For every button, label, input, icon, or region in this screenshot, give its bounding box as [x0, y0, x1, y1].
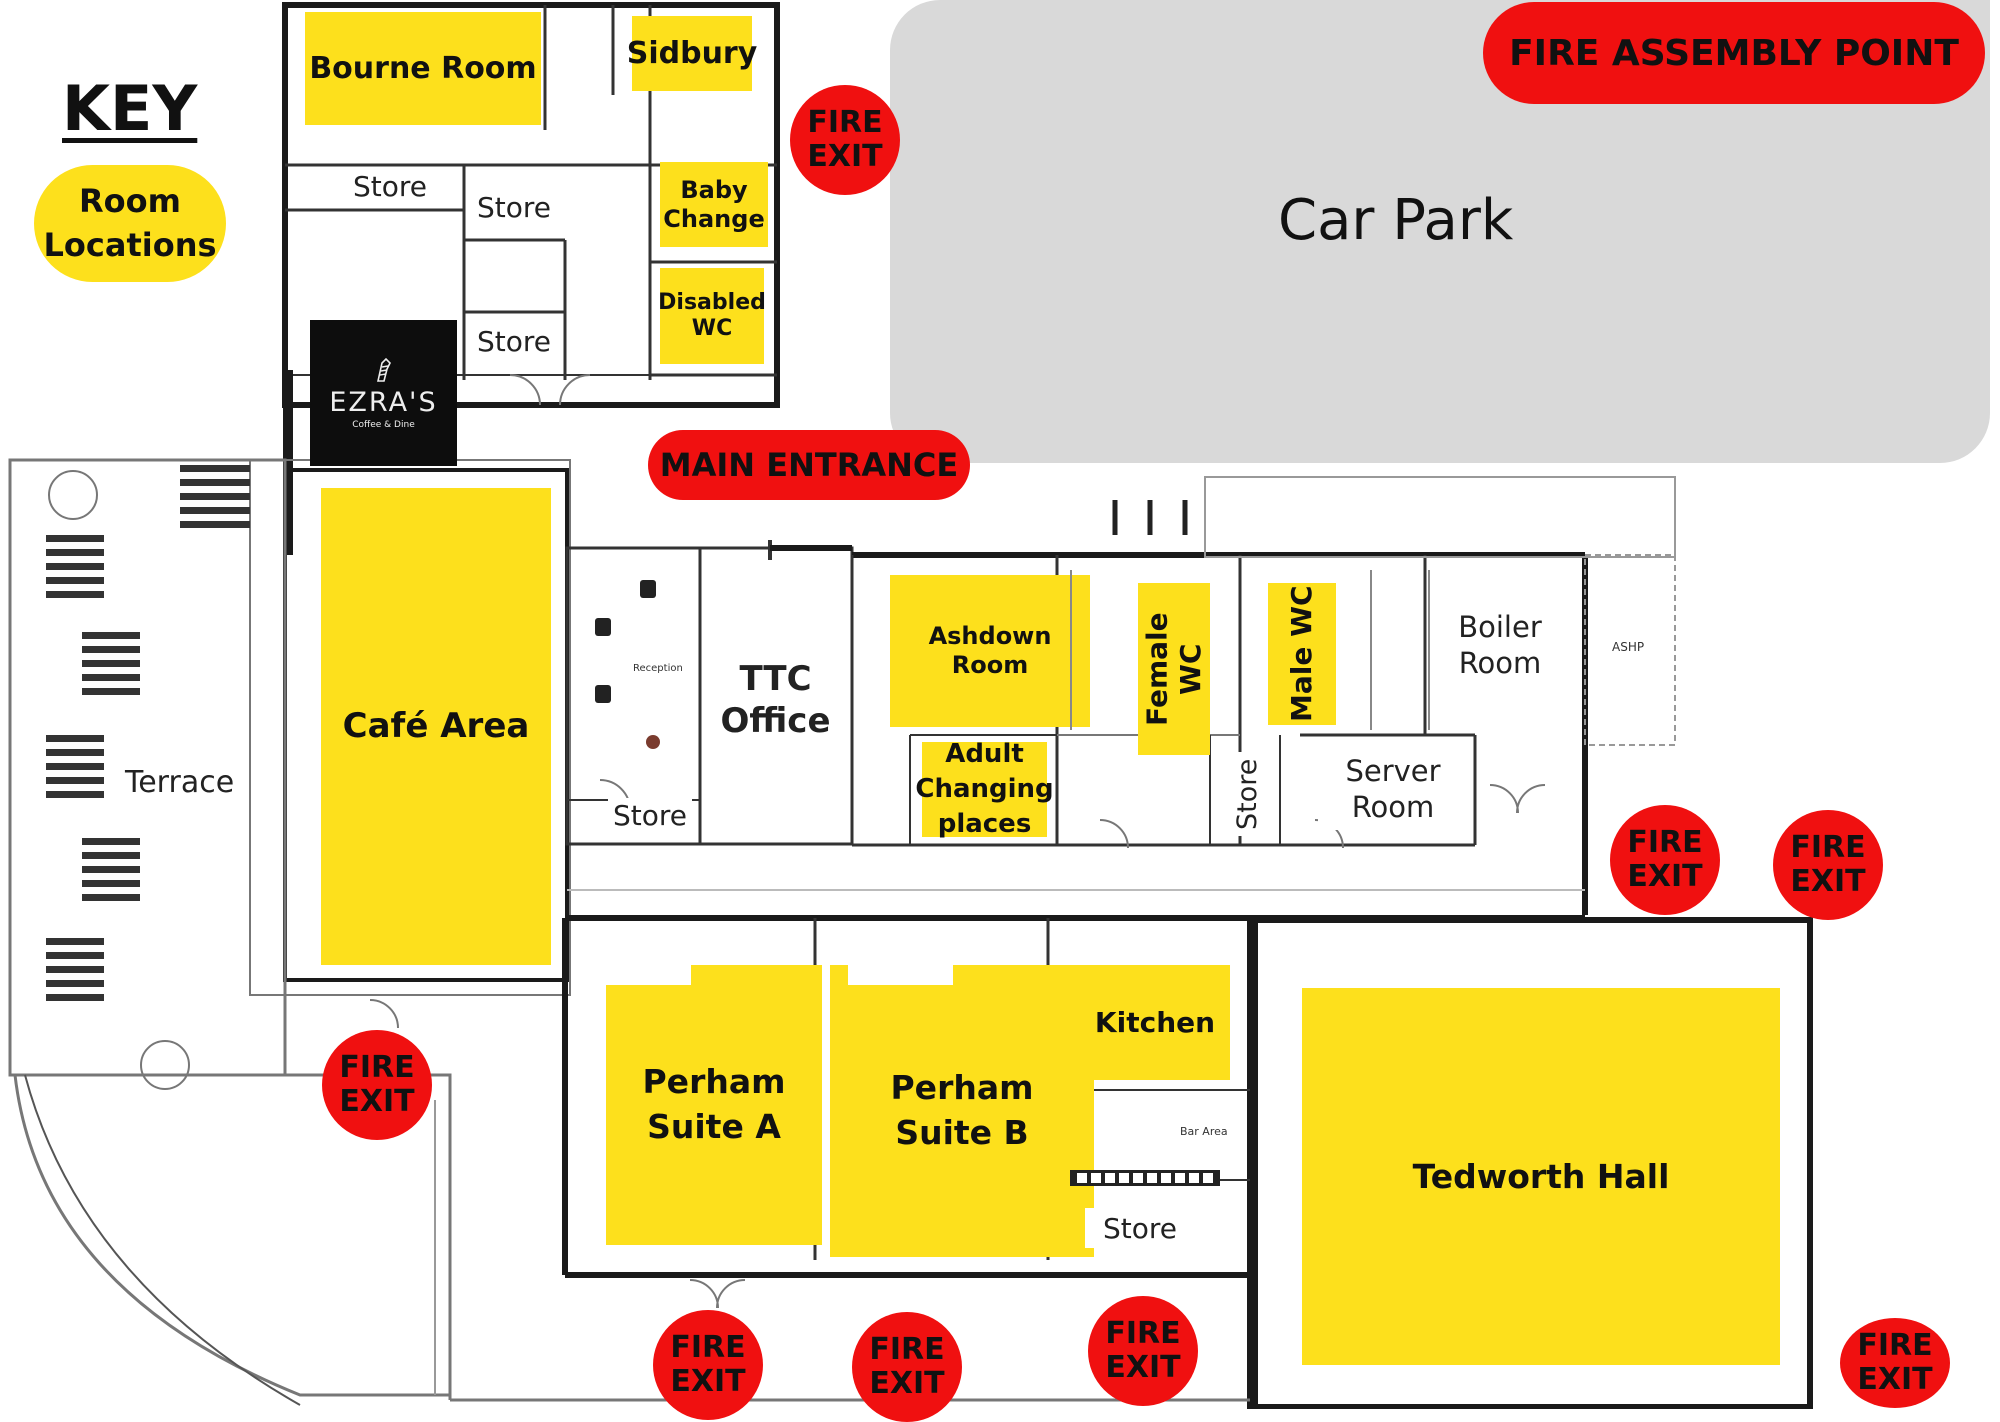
- car-park-label: Car Park: [1278, 188, 1514, 253]
- zebra-icon: [376, 357, 391, 382]
- room-perham-suite-b: Perham Suite B: [830, 965, 1094, 1257]
- room-baby-change: Baby Change: [660, 162, 768, 247]
- store-label: Store: [470, 188, 558, 226]
- store-label: Store: [608, 798, 692, 832]
- room-sidbury: Sidbury: [627, 16, 757, 91]
- terrace-bench: [82, 632, 140, 706]
- room-ttc-office: TTC Office: [720, 658, 831, 742]
- room-perham-suite-a: Perham Suite A: [606, 965, 822, 1245]
- wc-cubicles: [1370, 570, 1430, 730]
- bar-stools: [1070, 1170, 1220, 1186]
- room-cafe-area: Café Area: [321, 488, 551, 965]
- reception-chair: [595, 618, 611, 636]
- terrace-bench: [46, 938, 104, 1012]
- store-label: Store: [1085, 1208, 1195, 1248]
- perham-a-notch: [606, 965, 691, 985]
- terrace-planter: [140, 1040, 190, 1090]
- room-tedworth-hall: Tedworth Hall: [1302, 988, 1780, 1365]
- key-title: KEY: [62, 72, 198, 145]
- terrace-bench: [180, 465, 250, 530]
- room-adult-changing: Adult Changing places: [915, 738, 1054, 840]
- store-label: Store: [470, 322, 558, 360]
- room-server-room: Server Room: [1318, 748, 1468, 830]
- main-entrance-sign: MAIN ENTRANCE: [648, 430, 970, 500]
- room-kitchen: Kitchen: [1080, 965, 1230, 1080]
- key-legend-label: Room Locations: [43, 182, 217, 264]
- room-boiler-room: Boiler Room: [1445, 605, 1555, 685]
- terrace-bench: [46, 735, 104, 809]
- store-label: Store: [340, 168, 440, 204]
- bar-area-label: Bar Area: [1180, 1125, 1228, 1138]
- terrace-bench: [82, 838, 140, 912]
- room-ashdown-room: Ashdown Room: [890, 575, 1090, 727]
- room-male-wc: Male WC: [1268, 583, 1336, 725]
- reception-label: Reception: [633, 663, 683, 674]
- fire-assembly-point: FIRE ASSEMBLY POINT: [1483, 2, 1985, 104]
- terrace-label: Terrace: [125, 765, 235, 800]
- room-disabled-wc: Disabled WC: [658, 268, 766, 364]
- perham-b-notch: [848, 965, 953, 985]
- ezras-logo-name: EZRA'S: [329, 386, 438, 418]
- key-legend-room-locations: Room Locations: [34, 165, 226, 282]
- ashp-label: ASHP: [1612, 640, 1645, 654]
- wc-cubicles: [1070, 570, 1130, 730]
- terrace-planter: [48, 470, 98, 520]
- ezras-logo: EZRA'S Coffee & Dine: [310, 320, 457, 466]
- ezras-logo-tagline: Coffee & Dine: [352, 419, 415, 430]
- store-label: Store: [1228, 752, 1268, 836]
- reception-chair: [640, 580, 656, 598]
- reception-chair: [595, 685, 611, 703]
- reception-plant: [646, 735, 660, 749]
- terrace-bench: [46, 535, 104, 609]
- room-bourne-room: Bourne Room: [305, 12, 541, 125]
- room-female-wc: Female WC: [1138, 583, 1210, 755]
